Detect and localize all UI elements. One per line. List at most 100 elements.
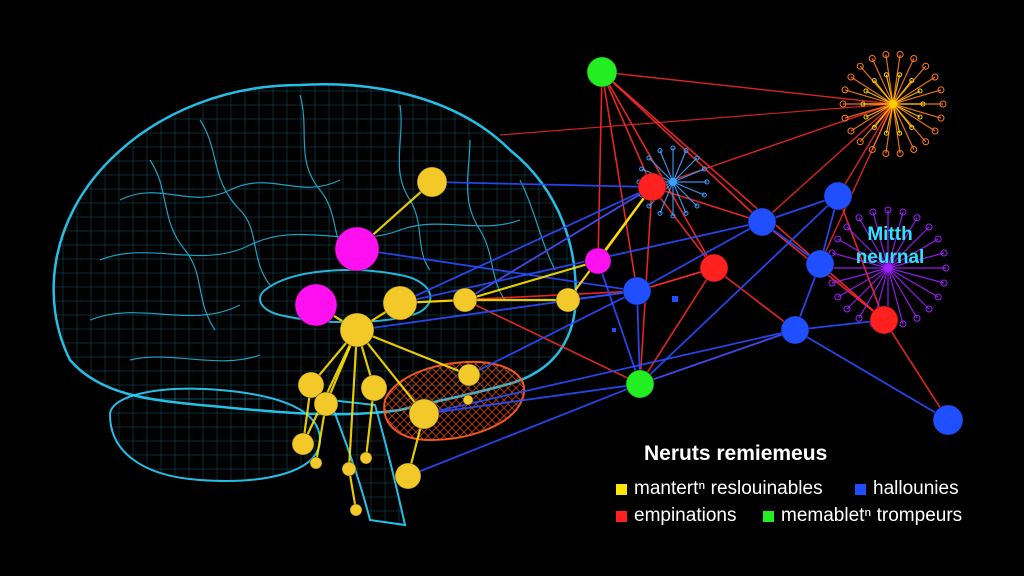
neuron-terminal	[683, 210, 689, 216]
neuron-terminal	[899, 208, 907, 216]
magenta-node	[334, 226, 380, 272]
neuron-terminal	[939, 100, 947, 108]
blue-marker	[672, 296, 678, 302]
neuron-terminal	[694, 203, 700, 209]
neuron-spike	[659, 150, 674, 183]
red-link	[597, 71, 603, 262]
neuron-spike	[872, 211, 889, 269]
neuron-terminal	[913, 214, 921, 222]
neuron-terminal	[856, 62, 864, 70]
blue-link	[356, 248, 638, 292]
yellow-node	[349, 503, 363, 517]
red-link	[651, 186, 715, 269]
red-link	[837, 195, 885, 321]
yellow-link	[597, 186, 653, 262]
red-link	[499, 103, 894, 136]
red-link	[713, 267, 796, 331]
neuron-terminal	[899, 320, 907, 328]
neuron-spike	[887, 252, 945, 269]
red-link	[883, 319, 949, 421]
yellow-node	[394, 462, 422, 490]
neuron-spike	[885, 54, 894, 105]
yellow-node	[408, 398, 440, 430]
blue-node	[823, 181, 853, 211]
blue-link	[407, 383, 641, 477]
neuron-spike	[846, 226, 889, 269]
neuron-terminal	[883, 72, 889, 78]
neuron-terminal	[868, 145, 876, 153]
red-link	[837, 103, 894, 197]
neuron-spike	[844, 89, 894, 105]
red-link	[819, 263, 885, 321]
neuron-terminal	[841, 86, 849, 94]
neuron-spike	[892, 90, 921, 105]
legend-swatch-yellow	[616, 483, 627, 495]
neuron-terminal	[657, 148, 663, 154]
neuron-spike	[892, 58, 915, 105]
neuron-terminal	[937, 114, 945, 122]
neuron-spike	[672, 168, 705, 183]
neuron-terminal	[863, 114, 869, 120]
legend-label-blue: hallounies	[873, 478, 959, 499]
neuron-spike	[892, 76, 936, 105]
neuron-terminal	[843, 223, 851, 231]
neuron-terminal	[863, 88, 869, 94]
legend-swatch-red	[616, 510, 627, 522]
neuron-terminal	[847, 73, 855, 81]
legend-label-red: empinations	[634, 505, 737, 526]
neuron-terminal	[896, 51, 904, 59]
neuron-spike	[672, 181, 698, 207]
neuron-spike	[672, 181, 705, 196]
yellow-node	[339, 312, 375, 348]
blue-node	[780, 315, 810, 345]
neuron-spike	[887, 238, 939, 269]
legend-title: Neruts remiemeus	[644, 442, 828, 465]
blue-link	[636, 221, 763, 292]
red-node	[869, 305, 899, 335]
neuron-terminal	[646, 155, 652, 161]
red-link	[651, 186, 763, 223]
neuron-terminal	[896, 149, 904, 157]
neuron-terminal	[871, 78, 877, 84]
blue-link	[639, 329, 796, 385]
neuron-terminal	[841, 114, 849, 122]
red-node	[699, 253, 729, 283]
neuron-terminal	[910, 55, 918, 63]
neuron-terminal	[931, 73, 939, 81]
neuron-terminal	[670, 213, 676, 219]
neuron-terminal	[940, 279, 948, 287]
neuron-spike	[885, 103, 894, 154]
red-link	[761, 103, 894, 223]
blue-link	[468, 290, 638, 376]
blue-link	[794, 319, 885, 331]
neuron-terminal	[884, 206, 892, 214]
neuron-spike	[871, 58, 894, 105]
neuron-terminal	[683, 148, 689, 154]
neuron-core	[884, 264, 892, 272]
yellow-node	[291, 432, 315, 456]
neuron-terminal	[937, 86, 945, 94]
yellow-node	[457, 363, 481, 387]
neuron-terminal	[843, 305, 851, 313]
neuron-spike	[892, 54, 901, 105]
red-link	[639, 267, 715, 385]
yellow-link	[302, 329, 358, 445]
blue-link	[636, 290, 641, 385]
blue-node	[932, 404, 964, 436]
neuron-terminal	[869, 208, 877, 216]
neuron-spike	[892, 74, 901, 105]
neuron-terminal	[855, 314, 863, 322]
red-link	[651, 103, 894, 188]
neuron-terminal	[871, 124, 877, 130]
cluster-label: Mitth neurnal	[838, 224, 942, 270]
blue-marker	[612, 328, 616, 332]
neuron-spike	[885, 74, 894, 105]
blue-node	[805, 249, 835, 279]
blue-link	[423, 383, 641, 415]
blue-link	[639, 195, 839, 385]
neuron-terminal	[701, 192, 707, 198]
yellow-node	[555, 287, 581, 313]
neuron-spike	[887, 226, 930, 269]
yellow-node	[313, 391, 339, 417]
yellow-link	[347, 329, 359, 470]
